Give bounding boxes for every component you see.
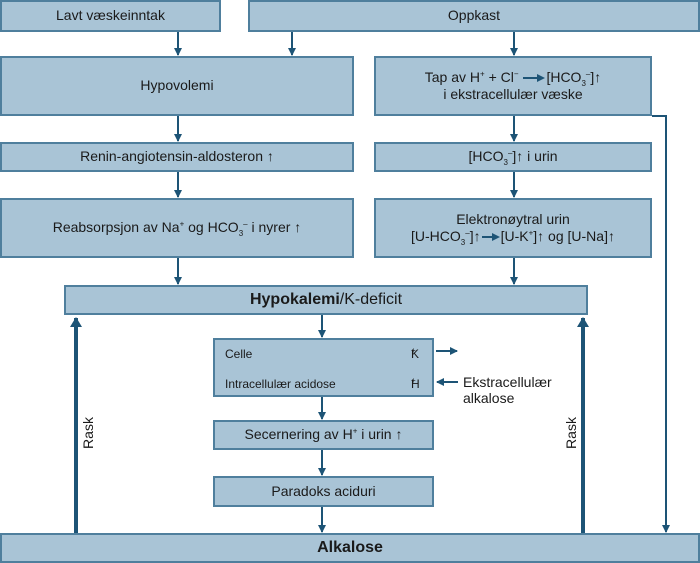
box-renin: Renin-angiotensin-aldosteron ↑ xyxy=(0,142,354,172)
arrow-tap-alkalose xyxy=(652,115,670,533)
box-celle: Celle K+ Intracellulær acidose H+ xyxy=(213,338,434,397)
box-hypokalemi: Hypokalemi/K-deficit xyxy=(64,285,588,315)
arrow-right-icon xyxy=(523,73,546,82)
secernering-label: Secernering av H+ i urin ↑ xyxy=(244,426,403,443)
reabsorpsjon-label: Reabsorpsjon av Na+ og HCO3– i nyrer ↑ xyxy=(52,219,302,239)
box-elektronoytral-urin: Elektronøytral urin [U-HCO3–]↑[U-K+]↑ og… xyxy=(374,198,652,258)
tap-text: Tap av H+ + Cl− [HCO3–]↑ i ekstracellulæ… xyxy=(425,69,601,104)
lavt-label: Lavt væskeinntak xyxy=(56,7,165,24)
celle-k: K+ xyxy=(411,346,420,362)
elektro-line-2: [U-HCO3–]↑[U-K+]↑ og [U-Na]↑ xyxy=(411,228,615,247)
box-tap-hco3: Tap av H+ + Cl− [HCO3–]↑ i ekstracellulæ… xyxy=(374,56,652,116)
box-hypovolemi: Hypovolemi xyxy=(0,56,354,116)
intracellular-acidose-label: Intracellulær acidose xyxy=(225,377,336,391)
arrow-right-icon xyxy=(481,233,500,242)
oppkast-label: Oppkast xyxy=(447,7,501,24)
box-oppkast: Oppkast xyxy=(248,0,700,32)
alkalose-label: Alkalose xyxy=(317,539,383,556)
ekstracellular-alkalose-label: Ekstracellulær alkalose xyxy=(463,374,552,407)
celle-label: Celle xyxy=(225,347,253,361)
paradoks-label: Paradoks aciduri xyxy=(271,482,376,499)
tap-line-2: i ekstracellulær væske xyxy=(443,86,583,102)
hypovolemi-label: Hypovolemi xyxy=(140,77,214,94)
elektro-line-1: Elektronøytral urin xyxy=(456,210,570,227)
hco3-urin-label: [HCO3–]↑ i urin xyxy=(468,148,558,168)
elektro-text: Elektronøytral urin [U-HCO3–]↑[U-K+]↑ og… xyxy=(411,210,615,247)
box-paradoks-aciduri: Paradoks aciduri xyxy=(213,476,434,507)
celle-h: H+ xyxy=(411,376,420,392)
renin-label: Renin-angiotensin-aldosteron ↑ xyxy=(80,148,274,165)
box-hco3-urin: [HCO3–]↑ i urin xyxy=(374,142,652,172)
hypokalemi-label: Hypokalemi/K-deficit xyxy=(249,291,403,308)
box-reabsorpsjon: Reabsorpsjon av Na+ og HCO3– i nyrer ↑ xyxy=(0,198,354,258)
tap-line-1: Tap av H+ + Cl− [HCO3–]↑ xyxy=(424,68,602,88)
box-alkalose: Alkalose xyxy=(0,533,700,563)
box-secernering: Secernering av H+ i urin ↑ xyxy=(213,420,434,450)
box-lavt-vaeskeinntak: Lavt væskeinntak xyxy=(0,0,221,32)
